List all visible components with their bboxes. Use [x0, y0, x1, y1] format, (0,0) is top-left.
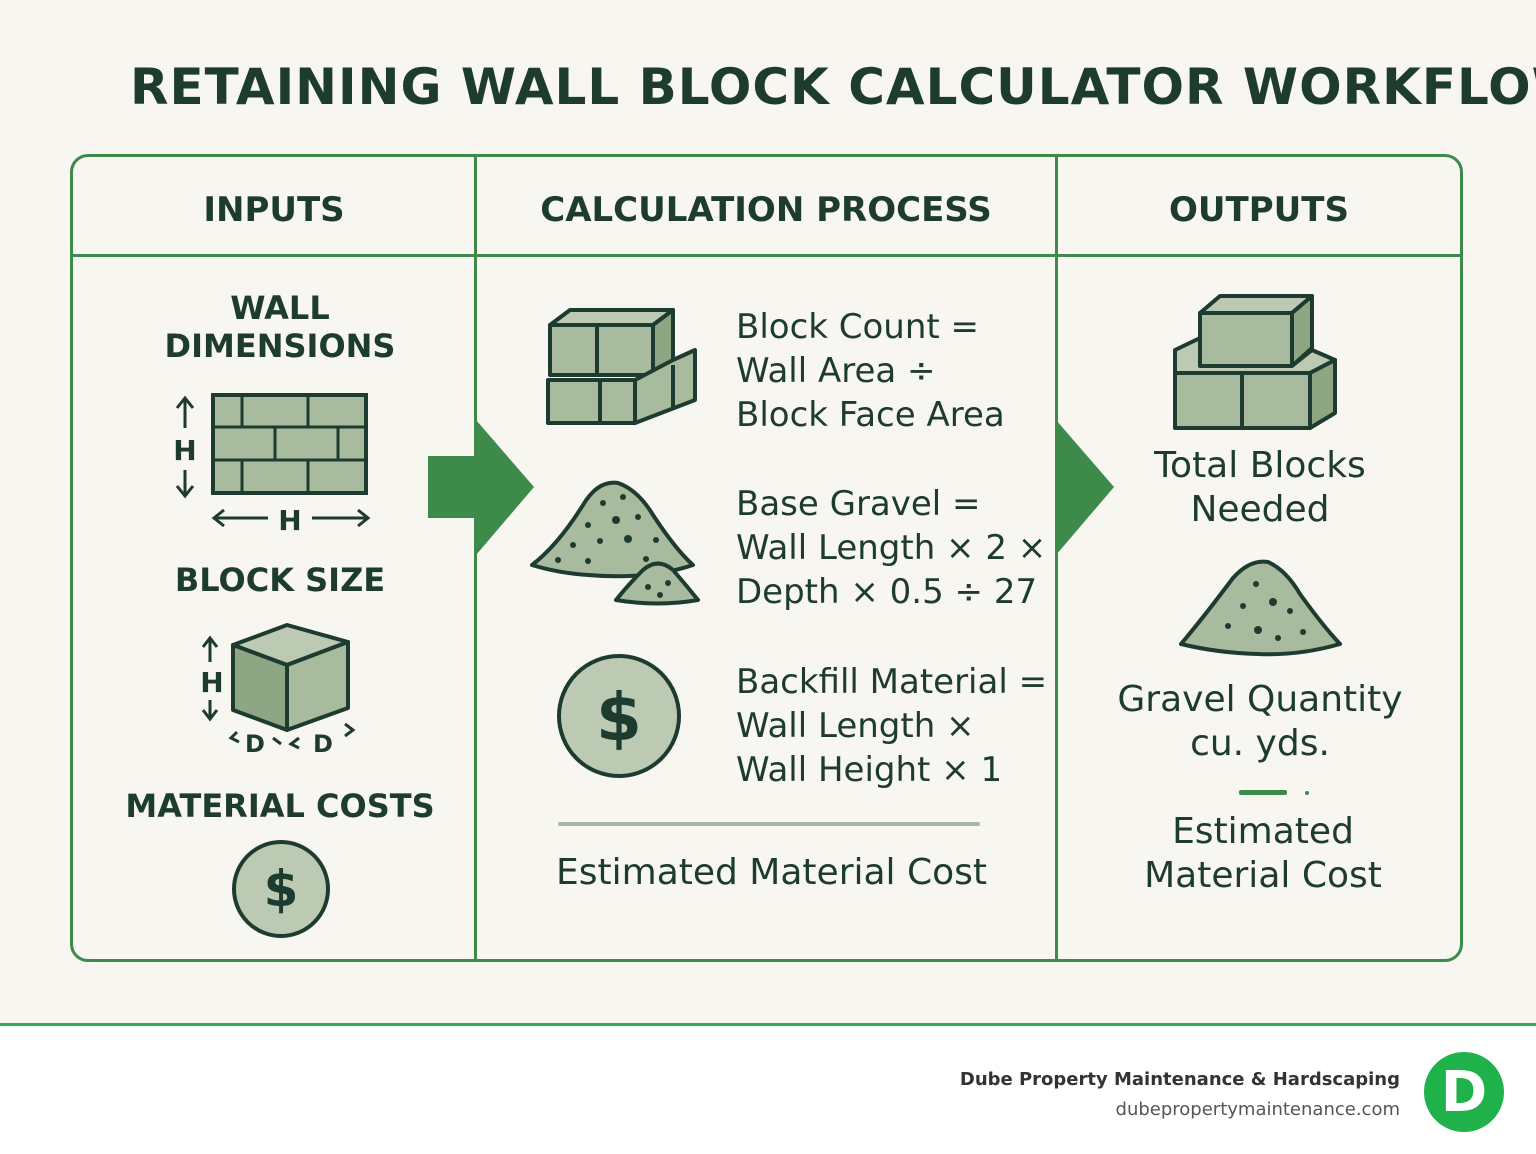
output-line: Gravel Quantity: [1117, 679, 1403, 720]
output-divider-dot: [1305, 791, 1309, 795]
estimated-cost-label: Estimated Material Cost: [556, 852, 988, 893]
wall-dimensions-label: WALL DIMENSIONS: [90, 289, 470, 366]
dollar-symbol: $: [596, 679, 642, 756]
output-line: Estimated: [1172, 811, 1354, 852]
output-divider-dash: [1239, 790, 1287, 795]
page-title: RETAINING WALL BLOCK CALCULATOR WORKFLOW: [130, 58, 1536, 116]
dollar-symbol: $: [264, 860, 299, 918]
formula-line: Backfill Material =: [736, 662, 1048, 702]
output-line: Total Blocks: [1154, 445, 1366, 486]
gravel-pile-icon: [1179, 559, 1342, 657]
company-logo: D: [1424, 1052, 1504, 1132]
gravel-pile-icon: [530, 480, 700, 606]
formula-line: Block Face Area: [736, 395, 1005, 436]
flow-arrow-right-icon: [1056, 420, 1114, 555]
company-name: Dube Property Maintenance & Hardscaping: [959, 1069, 1400, 1090]
wall-dimensions-line-1: WALL: [230, 289, 330, 327]
block-depth-marker: D: [313, 730, 333, 758]
output-line: Material Cost: [1144, 854, 1382, 896]
output-line: Needed: [1190, 488, 1330, 530]
dollar-coin-icon: $: [557, 654, 681, 778]
backfill-formula: Backfill Material = Wall Length × Wall H…: [736, 660, 1047, 793]
wall-height-marker: H: [173, 434, 196, 467]
gravel-quantity-output: Gravel Quantity cu. yds.: [1070, 678, 1450, 766]
column-divider-2: [1055, 156, 1058, 960]
block-depth-marker: D: [245, 730, 265, 758]
block-count-formula: Block Count = Wall Area ÷ Block Face Are…: [736, 305, 1005, 438]
formula-line: Base Gravel =: [736, 484, 981, 524]
logo-letter: D: [1440, 1060, 1488, 1125]
column-divider-1: [474, 156, 477, 960]
stacked-blocks-icon: [546, 308, 697, 425]
formula-line: Depth × 0.5 ÷ 27: [736, 572, 1038, 613]
material-costs-label: MATERIAL COSTS: [125, 787, 435, 825]
dollar-coin-icon: $: [232, 840, 330, 938]
estimated-cost-output: Estimated Material Cost: [1073, 810, 1453, 898]
column-header-process: CALCULATION PROCESS: [540, 190, 992, 230]
block-cube-icon: H D D: [200, 623, 356, 758]
formula-line: Wall Length ×: [736, 706, 975, 747]
footer-divider: [0, 1023, 1536, 1026]
formula-line: Block Count =: [736, 307, 980, 347]
website-link[interactable]: dubepropertymaintenance.com: [1115, 1099, 1400, 1120]
column-header-outputs: OUTPUTS: [1169, 190, 1349, 230]
wall-length-marker: H: [278, 504, 301, 537]
total-blocks-output: Total Blocks Needed: [1070, 444, 1450, 532]
block-size-label: BLOCK SIZE: [174, 561, 386, 599]
output-line: cu. yds.: [1190, 722, 1330, 764]
formula-line: Wall Height × 1: [736, 750, 1003, 791]
header-divider: [72, 254, 1461, 257]
workflow-frame: [70, 154, 1463, 962]
column-header-inputs: INPUTS: [203, 190, 345, 230]
footer: [0, 1026, 1536, 1154]
formula-line: Wall Area ÷: [736, 351, 936, 392]
brick-wall-icon: H H: [173, 393, 371, 537]
base-gravel-formula: Base Gravel = Wall Length × 2 × Depth × …: [736, 482, 1046, 615]
wall-dimensions-line-2: DIMENSIONS: [164, 326, 396, 365]
process-divider: [558, 822, 980, 826]
formula-line: Wall Length × 2 ×: [736, 528, 1047, 569]
stacked-blocks-icon: [1173, 294, 1337, 430]
flow-arrow-right-icon: [428, 420, 534, 555]
block-height-marker: H: [200, 666, 223, 699]
